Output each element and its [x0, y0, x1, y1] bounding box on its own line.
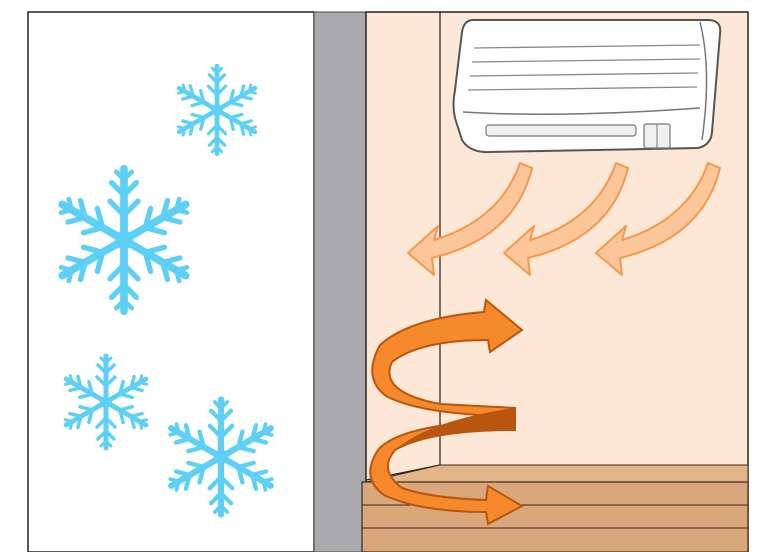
- air-conditioner-icon: [454, 20, 721, 152]
- wall: [314, 12, 366, 552]
- outside-area: [28, 12, 314, 552]
- floor: [362, 465, 748, 552]
